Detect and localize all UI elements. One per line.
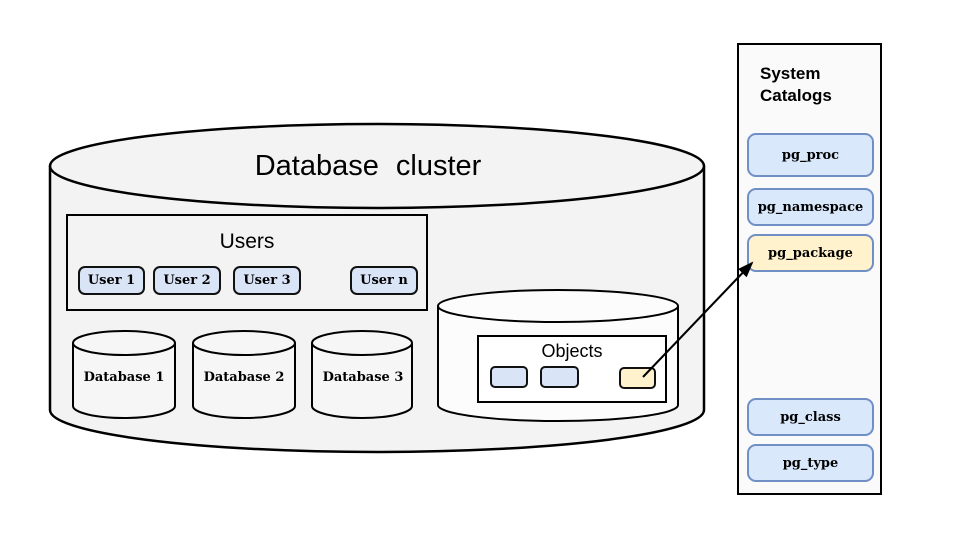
catalog-pg-type[interactable]: pg_type xyxy=(747,444,874,482)
database-2-label: Database 2 xyxy=(203,370,285,385)
database-3-cylinder xyxy=(311,330,413,419)
database-3-label: Database 3 xyxy=(322,370,404,385)
objects-group-title: Objects xyxy=(541,341,603,361)
database-1-cylinder-body xyxy=(72,343,176,419)
catalog-pg-package[interactable]: pg_package xyxy=(747,234,874,272)
users-group-box: Users xyxy=(66,214,428,311)
database-2-cylinder-top xyxy=(192,330,296,356)
object-chip-2[interactable] xyxy=(540,366,579,388)
user-1-button[interactable]: User 1 xyxy=(78,266,145,295)
database-2-cylinder-body xyxy=(192,343,296,419)
catalog-pg-class[interactable]: pg_class xyxy=(747,398,874,436)
objects-cylinder-top xyxy=(437,289,679,323)
catalog-pg-namespace[interactable]: pg_namespace xyxy=(747,188,874,226)
database-2-cylinder xyxy=(192,330,296,419)
object-chip-1[interactable] xyxy=(490,366,528,388)
user-3-button[interactable]: User 3 xyxy=(233,266,301,295)
object-chip-highlighted[interactable] xyxy=(619,367,656,389)
user-2-button[interactable]: User 2 xyxy=(153,266,221,295)
cluster-title: Database cluster xyxy=(254,150,482,182)
database-1-cylinder xyxy=(72,330,176,419)
database-3-cylinder-top xyxy=(311,330,413,356)
catalog-pg-proc[interactable]: pg_proc xyxy=(747,133,874,177)
database-3-cylinder-body xyxy=(311,343,413,419)
users-group-title: Users xyxy=(219,230,275,253)
database-1-cylinder-top xyxy=(72,330,176,356)
system-catalogs-title: System Catalogs xyxy=(760,64,832,106)
user-n-button[interactable]: User n xyxy=(350,266,418,295)
database-cluster-cylinder-top xyxy=(48,122,706,210)
system-catalogs-panel: System Catalogs pg_proc pg_namespace pg_… xyxy=(737,43,882,495)
database-1-label: Database 1 xyxy=(83,370,165,385)
